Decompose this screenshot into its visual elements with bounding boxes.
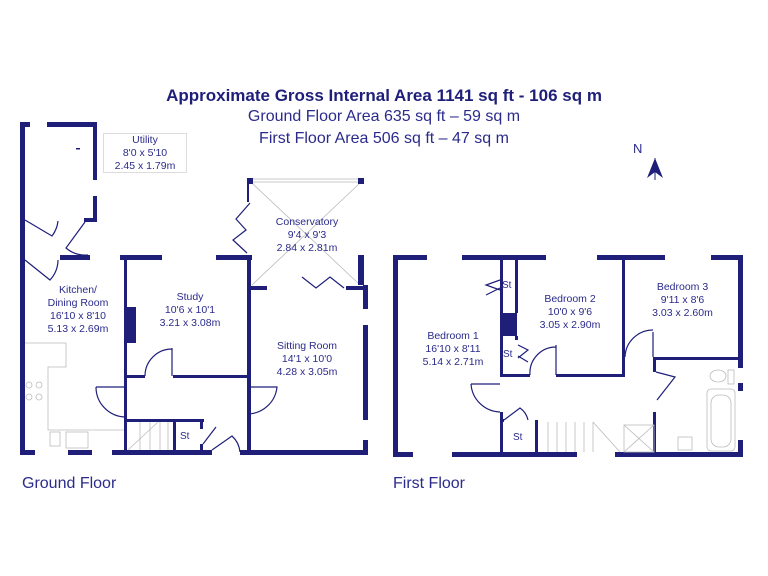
room-metric: 3.03 x 2.60m	[652, 307, 713, 319]
room-name: Bedroom 2	[544, 293, 596, 305]
north-label: N	[633, 141, 643, 156]
room-imperial: 16'10 x 8'11	[425, 343, 481, 355]
room-bedroom-2: Bedroom 2 10'0 x 9'6 3.05 x 2.90m	[525, 293, 615, 332]
room-name: Conservatory	[275, 216, 339, 228]
room-conservatory: Conservatory 9'4 x 9'3 2.84 x 2.81m	[262, 216, 352, 255]
room-metric: 2.84 x 2.81m	[276, 242, 338, 254]
room-metric: 2.45 x 1.79m	[114, 160, 176, 172]
store-label: St	[503, 349, 513, 360]
room-imperial: 9'11 x 8'6	[660, 294, 705, 306]
room-metric: 5.13 x 2.69m	[47, 323, 109, 335]
first-floor-label: First Floor	[393, 475, 465, 492]
room-metric: 3.21 x 3.08m	[159, 317, 221, 329]
room-utility: Utility 8'0 x 5'10 2.45 x 1.79m	[103, 133, 187, 173]
ground-floor-walls	[20, 122, 368, 455]
room-name: Bedroom 3	[656, 281, 709, 293]
room-name-line2: Dining Room	[47, 297, 109, 309]
room-kitchen-dining: Kitchen/ Dining Room 16'10 x 8'10 5.13 x…	[36, 284, 120, 336]
store-label: St	[180, 431, 190, 442]
room-imperial: 10'6 x 10'1	[164, 304, 216, 316]
north-arrow-icon	[647, 158, 663, 180]
store-label: St	[513, 432, 523, 443]
ground-floor-label: Ground Floor	[22, 475, 117, 492]
room-imperial: 16'10 x 8'10	[50, 310, 106, 322]
room-metric: 4.28 x 3.05m	[276, 366, 338, 378]
room-bedroom-1: Bedroom 1 16'10 x 8'11 5.14 x 2.71m	[408, 330, 498, 369]
room-study: Study 10'6 x 10'1 3.21 x 3.08m	[145, 291, 235, 330]
room-imperial: 10'0 x 9'6	[547, 306, 593, 318]
gross-area-title: Approximate Gross Internal Area 1141 sq …	[166, 86, 602, 105]
room-metric: 5.14 x 2.71m	[422, 356, 484, 368]
room-name: Sitting Room	[276, 340, 338, 352]
first-floor-walls	[393, 255, 743, 457]
room-metric: 3.05 x 2.90m	[539, 319, 601, 331]
ground-floor-area: Ground Floor Area 635 sq ft – 59 sq m	[247, 108, 521, 125]
room-name: Bedroom 1	[427, 330, 479, 342]
room-imperial: 8'0 x 5'10	[122, 147, 168, 159]
room-imperial: 9'4 x 9'3	[287, 229, 327, 241]
room-sitting-room: Sitting Room 14'1 x 10'0 4.28 x 3.05m	[262, 340, 352, 379]
room-bedroom-3: Bedroom 3 9'11 x 8'6 3.03 x 2.60m	[635, 281, 730, 320]
store-label: St	[502, 280, 512, 291]
first-floor-area: First Floor Area 506 sq ft – 47 sq m	[259, 130, 509, 147]
room-name: Utility	[132, 134, 158, 146]
room-name: Study	[176, 291, 204, 303]
room-imperial: 14'1 x 10'0	[281, 353, 333, 365]
room-name: Kitchen/	[59, 284, 97, 296]
